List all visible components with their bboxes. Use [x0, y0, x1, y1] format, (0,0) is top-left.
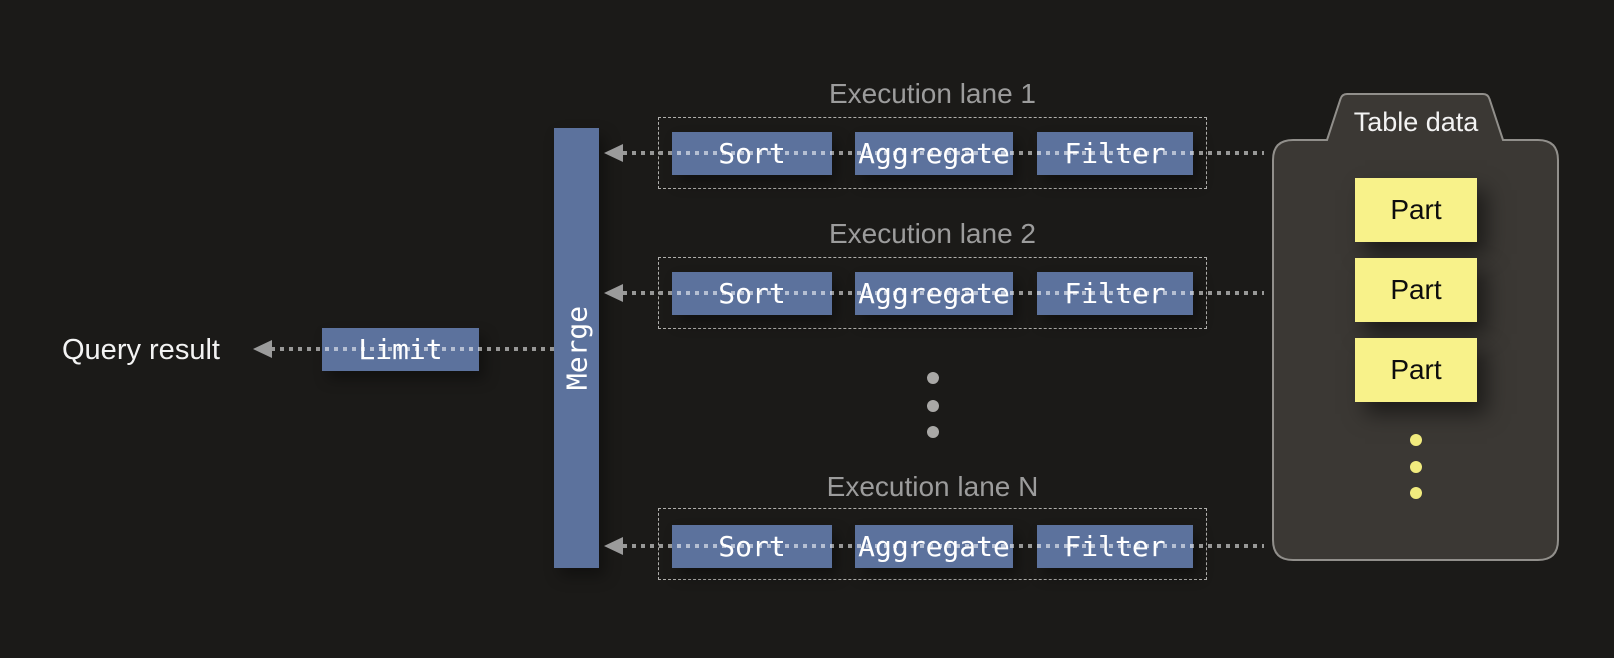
limit-label: Limit	[358, 332, 443, 366]
lane-n-aggregate-box: Aggregate	[855, 525, 1013, 568]
query-result-label: Query result	[62, 334, 220, 366]
more-lanes-dot	[927, 400, 939, 412]
sort-label: Sort	[718, 276, 786, 310]
part-box: Part	[1355, 258, 1477, 322]
more-parts-dot	[1410, 434, 1422, 446]
part-label: Part	[1390, 274, 1442, 305]
table-data-container	[1272, 93, 1559, 561]
part-label: Part	[1390, 194, 1442, 225]
aggregate-label: Aggregate	[858, 276, 1010, 310]
merge-label: Merge	[560, 305, 593, 391]
filter-label: Filter	[1064, 276, 1166, 310]
arrow-left-icon	[253, 340, 272, 358]
flow-line-lane-2	[623, 291, 1264, 295]
filter-label: Filter	[1064, 136, 1166, 170]
merge-bar: Merge	[554, 128, 599, 568]
lane-1-aggregate-box: Aggregate	[855, 132, 1013, 175]
flow-line-lane-1	[623, 151, 1264, 155]
arrow-left-icon	[604, 144, 623, 162]
part-box: Part	[1355, 338, 1477, 402]
more-lanes-dot	[927, 426, 939, 438]
lane-n-title: Execution lane N	[826, 471, 1039, 502]
part-label: Part	[1390, 354, 1442, 385]
flow-line-lane-n	[623, 544, 1264, 548]
more-parts-dot	[1410, 487, 1422, 499]
lane-2-aggregate-box: Aggregate	[855, 272, 1013, 315]
arrow-left-icon	[604, 284, 623, 302]
aggregate-label: Aggregate	[858, 529, 1010, 563]
part-box: Part	[1355, 178, 1477, 242]
lane-2-title: Execution lane 2	[828, 218, 1037, 249]
lane-1-title: Execution lane 1	[828, 78, 1037, 109]
sort-label: Sort	[718, 529, 786, 563]
filter-label: Filter	[1064, 529, 1166, 563]
flow-line-limit	[271, 347, 554, 351]
sort-label: Sort	[718, 136, 786, 170]
more-lanes-dot	[927, 372, 939, 384]
arrow-left-icon	[604, 537, 623, 555]
more-parts-dot	[1410, 461, 1422, 473]
aggregate-label: Aggregate	[858, 136, 1010, 170]
table-data-title: Table data	[1353, 107, 1479, 137]
